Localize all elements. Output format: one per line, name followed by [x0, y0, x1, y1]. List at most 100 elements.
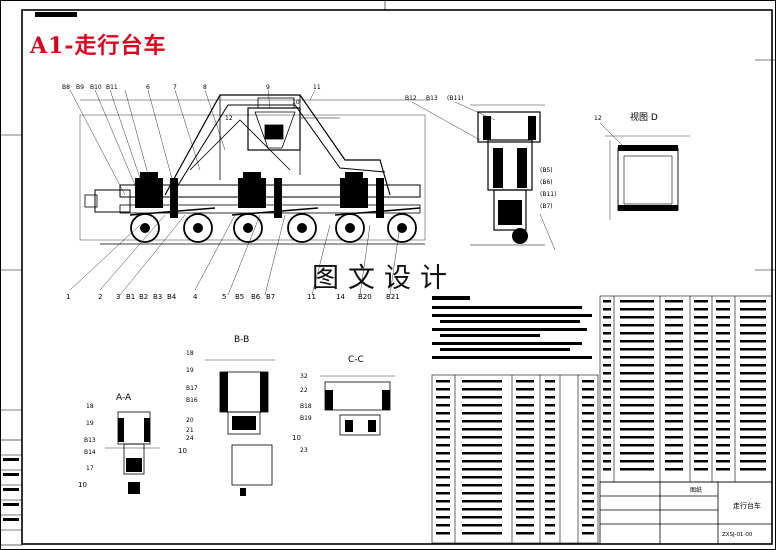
- bb-callout-b17: B17: [186, 385, 198, 392]
- parts-row-glyph: [603, 356, 611, 359]
- section-bb-title: B-B: [234, 335, 249, 345]
- parts-row-glyph: [694, 324, 708, 327]
- parts-row-glyph: [582, 476, 594, 479]
- parts-row-glyph: [582, 500, 594, 503]
- title-block-drawing-no: ZXSJ-01-00: [722, 532, 753, 538]
- parts-row-glyph: [740, 444, 766, 447]
- parts-row-glyph: [436, 524, 450, 527]
- parts-row-glyph: [665, 372, 683, 375]
- parts-row-glyph: [516, 468, 534, 471]
- parts-row-glyph: [545, 396, 555, 399]
- parts-row-glyph: [694, 428, 708, 431]
- parts-row-glyph: [694, 380, 708, 383]
- parts-row-glyph: [545, 532, 555, 535]
- parts-row-glyph: [740, 428, 766, 431]
- bb-callout-18: 18: [186, 350, 194, 357]
- parts-row-glyph: [516, 420, 534, 423]
- parts-row-glyph: [436, 444, 450, 447]
- parts-row-glyph: [665, 412, 683, 415]
- parts-row-glyph: [436, 452, 450, 455]
- parts-row-glyph: [582, 412, 594, 415]
- parts-row-glyph: [516, 460, 534, 463]
- parts-row-glyph: [603, 308, 611, 311]
- parts-row-glyph: [620, 452, 654, 455]
- side-view-fill: [483, 116, 536, 244]
- parts-row-glyph: [694, 300, 708, 303]
- parts-row-glyph: [462, 396, 502, 399]
- parts-row-glyph: [582, 420, 594, 423]
- parts-row-glyph: [740, 396, 766, 399]
- aa-callout-19: 19: [86, 420, 94, 427]
- callout-b5-side: (B5): [540, 167, 553, 174]
- parts-row-glyph: [436, 412, 450, 415]
- drawing-title: A1-走行台车: [30, 33, 167, 59]
- callout-b21: B21: [386, 293, 400, 301]
- parts-row-glyph: [436, 436, 450, 439]
- parts-row-glyph: [582, 428, 594, 431]
- bb-callout-21: 21: [186, 427, 194, 434]
- callout-12: 12: [225, 115, 233, 122]
- callout-b11b-side: (B11): [540, 191, 556, 198]
- parts-row-glyph: [716, 444, 730, 447]
- parts-list-left-rows: [436, 380, 594, 535]
- parts-row-glyph: [694, 444, 708, 447]
- parts-row-glyph: [620, 420, 654, 423]
- parts-row-glyph: [694, 452, 708, 455]
- parts-row-glyph: [694, 356, 708, 359]
- parts-row-glyph: [436, 516, 450, 519]
- view-d-callout: 12: [594, 115, 602, 122]
- parts-row-glyph: [665, 428, 683, 431]
- parts-row-glyph: [665, 316, 683, 319]
- parts-row-glyph: [603, 444, 611, 447]
- parts-row-glyph: [716, 364, 730, 367]
- parts-row-glyph: [740, 364, 766, 367]
- parts-row-glyph: [603, 388, 611, 391]
- parts-row-glyph: [740, 436, 766, 439]
- parts-row-glyph: [436, 476, 450, 479]
- parts-row-glyph: [436, 508, 450, 511]
- parts-row-glyph: [462, 468, 502, 471]
- parts-row-glyph: [665, 404, 683, 407]
- section-aa-callouts: 18 19 B13 B14 17 10: [78, 403, 96, 489]
- callout-b7: B7: [266, 293, 275, 301]
- parts-row-glyph: [582, 404, 594, 407]
- main-elevation-view: [79, 94, 430, 241]
- parts-row-glyph: [582, 396, 594, 399]
- parts-row-glyph: [516, 476, 534, 479]
- parts-row-glyph: [716, 380, 730, 383]
- top-left-tag: [35, 12, 77, 17]
- callout-b13-side: B13: [426, 95, 438, 102]
- parts-row-glyph: [436, 492, 450, 495]
- cc-callout-10: 10: [292, 434, 301, 442]
- parts-row-glyph: [516, 524, 534, 527]
- parts-row-glyph: [516, 444, 534, 447]
- parts-row-glyph: [620, 356, 654, 359]
- parts-row-glyph: [545, 428, 555, 431]
- parts-row-glyph: [740, 340, 766, 343]
- parts-row-glyph: [620, 348, 654, 351]
- parts-row-glyph: [694, 372, 708, 375]
- parts-row-glyph: [545, 492, 555, 495]
- parts-row-glyph: [620, 340, 654, 343]
- parts-row-glyph: [665, 452, 683, 455]
- parts-row-glyph: [716, 428, 730, 431]
- title-block: [599, 481, 773, 545]
- callout-b11: B11: [106, 84, 118, 91]
- parts-row-glyph: [716, 388, 730, 391]
- parts-row-glyph: [694, 348, 708, 351]
- parts-row-glyph: [603, 452, 611, 455]
- parts-row-glyph: [620, 404, 654, 407]
- parts-row-glyph: [620, 372, 654, 375]
- parts-row-glyph: [716, 340, 730, 343]
- callout-b3: B3: [153, 293, 162, 301]
- parts-row-glyph: [582, 484, 594, 487]
- parts-row-glyph: [516, 484, 534, 487]
- view-d-fill: [618, 145, 678, 211]
- parts-row-glyph: [603, 460, 611, 463]
- callout-b9: B9: [76, 84, 84, 91]
- callout-11: 11: [313, 84, 321, 91]
- parts-row-glyph: [436, 396, 450, 399]
- cc-callout-32: 32: [300, 373, 308, 380]
- parts-row-glyph: [665, 340, 683, 343]
